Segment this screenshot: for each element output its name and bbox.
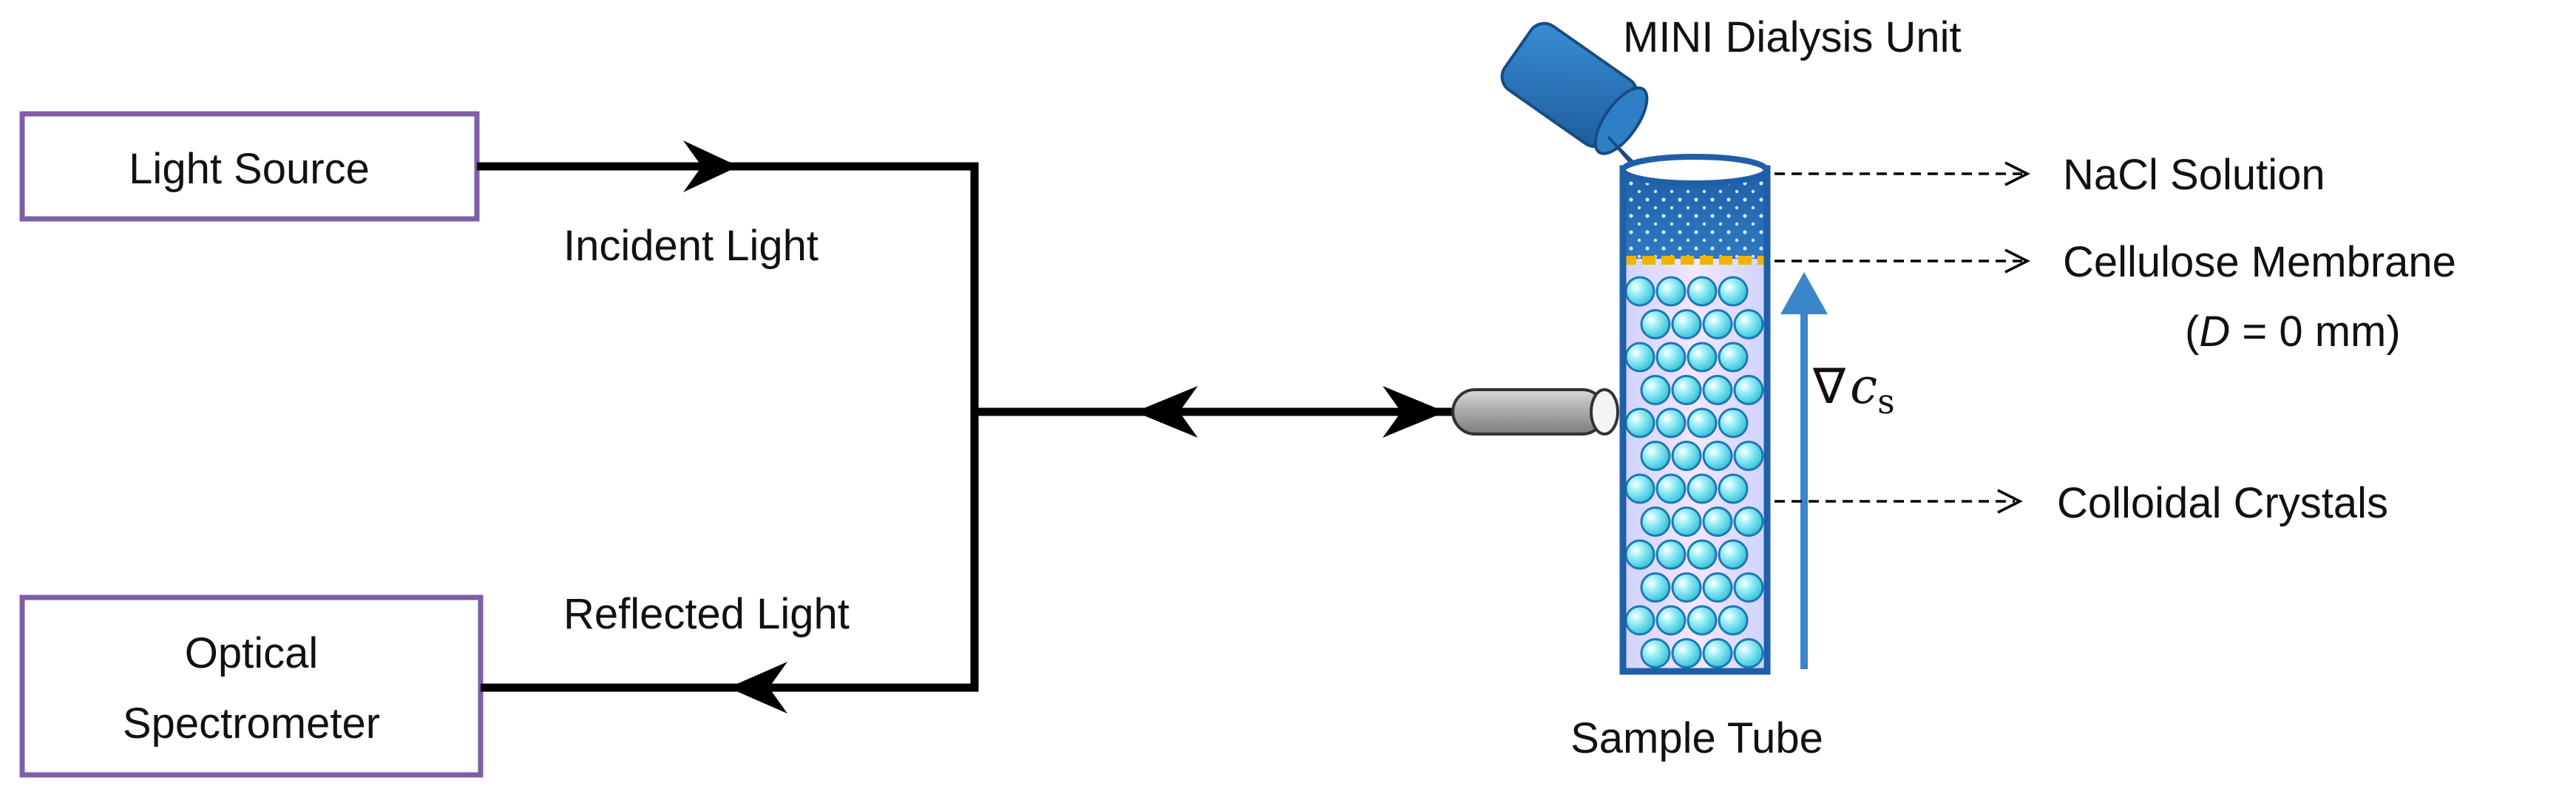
colloidal-particle [1733,506,1764,537]
colloidal-particle [1687,342,1718,373]
reflected-light-label: Reflected Light [563,590,850,638]
spectrometer-label-line1: Optical [185,629,319,677]
colloidal-particle [1624,407,1655,438]
dialysis-unit-label: MINI Dialysis Unit [1623,13,1962,61]
light-source-border [19,111,480,222]
colloidal-particle [1687,605,1718,636]
colloidal-particle [1640,638,1671,668]
gradient-subscript: s [1877,382,1895,421]
membrane-position-open: ( [2185,308,2199,356]
nacl-solution-label: NaCl Solution [2063,151,2325,199]
gradient-variable: c [1850,358,1877,415]
membrane-position-close: = 0 mm) [2230,308,2400,356]
nacl-callout: NaCl Solution [1775,151,2325,199]
dialysis-unit-icon [1500,21,1671,186]
colloidal-particle [1718,407,1749,438]
colloidal-particle [1687,407,1718,438]
colloidal-particle [1733,638,1764,668]
colloidal-particle [1671,572,1702,603]
colloidal-particle [1640,309,1671,339]
colloidal-particle [1671,638,1702,668]
colloidal-particle [1640,572,1671,603]
probe-tip [1590,388,1619,436]
colloidal-particle [1733,441,1764,471]
fiber-wiring [477,140,1453,714]
light-source-label: Light Source [129,145,370,193]
colloidal-particle [1702,572,1733,603]
colloidal-particle [1655,407,1687,438]
colloidal-particle [1702,441,1733,471]
colloidal-particle [1718,539,1749,570]
colloidal-particles [1624,276,1764,668]
colloidal-particle [1671,441,1702,471]
colloidal-particle [1718,276,1749,307]
nacl-solution-dots [1623,177,1767,259]
probe-body [1451,388,1606,436]
colloidal-particle [1655,473,1687,504]
gradient-arrow-head [1780,272,1828,314]
membrane-position-var: D [2199,308,2230,356]
colloidal-particle [1702,638,1733,668]
colloidal-particle [1655,539,1687,570]
sample-tube-label: Sample Tube [1570,714,1823,762]
colloidal-particle [1733,375,1764,405]
colloidal-particle [1640,441,1671,471]
incident-arrow-head [683,140,739,192]
tube-opening [1620,154,1769,186]
colloidal-particle [1702,506,1733,537]
colloidal-particle [1733,309,1764,339]
reflected-arrow-head [728,662,787,714]
colloidal-particle [1671,375,1702,405]
crystals-leader-head [1997,489,2023,514]
sample-tube [1619,154,1771,675]
colloidal-particle [1624,342,1655,373]
colloidal-particle [1640,375,1671,405]
colloidal-particle [1655,276,1687,307]
colloidal-particle [1718,605,1749,636]
fiber-probe [1451,388,1619,436]
membrane-leader-head [2004,248,2030,274]
colloidal-particle [1655,342,1687,373]
colloidal-particle [1624,276,1655,307]
colloidal-particle [1702,309,1733,339]
colloidal-particle [1671,506,1702,537]
crystals-callout: Colloidal Crystals [1775,479,2388,527]
colloidal-particle [1640,506,1671,537]
probe-arrow-left-head [1135,386,1198,438]
cellulose-membrane-label: Cellulose Membrane [2063,238,2456,286]
colloidal-particle [1655,605,1687,636]
light-source-box: Light Source [19,111,480,222]
colloidal-particle [1687,276,1718,307]
spectrometer-label-line2: Spectrometer [123,699,380,748]
nacl-leader-head [2004,161,2030,186]
colloidal-particle [1687,539,1718,570]
colloidal-particle [1624,539,1655,570]
incident-light-label: Incident Light [563,222,818,270]
spectrometer-border [19,594,484,778]
colloidal-particle [1624,473,1655,504]
nabla-symbol: ∇ [1812,359,1846,413]
colloidal-crystals-label: Colloidal Crystals [2057,479,2388,527]
gradient-arrow [1780,272,1828,669]
colloidal-particle [1702,375,1733,405]
colloidal-particle [1687,473,1718,504]
colloidal-particle [1718,342,1749,373]
membrane-position-label: (D = 0 mm) [2185,308,2401,356]
spectrometer-box: Optical Spectrometer [19,594,484,778]
colloidal-particle [1671,309,1702,339]
colloidal-particle [1733,572,1764,603]
membrane-callout: Cellulose Membrane (D = 0 mm) [1775,238,2456,356]
colloidal-particle [1718,473,1749,504]
gradient-label: ∇cs [1812,358,1895,421]
colloidal-particle [1624,605,1655,636]
probe-arrow-right-head [1383,386,1445,438]
